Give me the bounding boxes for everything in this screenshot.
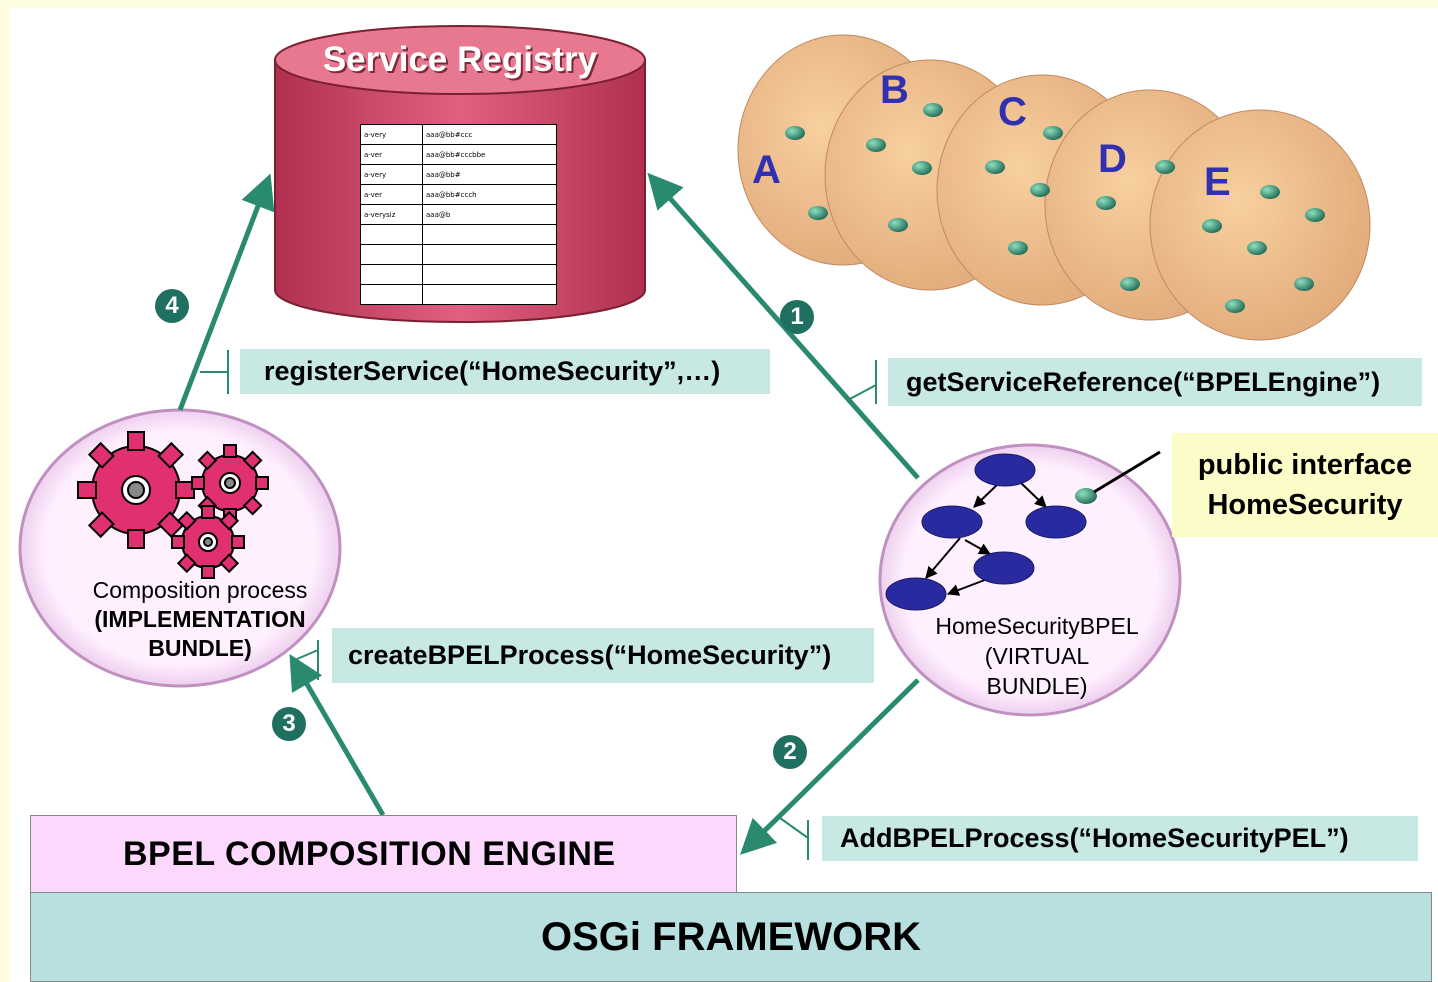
bpel-bundle-label: HomeSecurityBPEL (VIRTUAL BUNDLE) bbox=[935, 613, 1139, 699]
group-label-c: C bbox=[998, 90, 1027, 134]
arrow-create-process bbox=[289, 653, 386, 817]
step-3-badge: 3 bbox=[272, 707, 306, 741]
table-row bbox=[360, 244, 557, 265]
call-brackets bbox=[200, 350, 877, 860]
group-label-b: B bbox=[880, 68, 909, 112]
table-row bbox=[360, 284, 557, 305]
table-row bbox=[360, 264, 557, 285]
group-label-a: A bbox=[752, 148, 781, 192]
bundle-groups bbox=[737, 34, 1371, 341]
add-bpel-process-label: AddBPELProcess(“HomeSecurityPEL”) bbox=[822, 816, 1418, 861]
osgi-framework: OSGi FRAMEWORK bbox=[30, 892, 1432, 982]
group-label-d: D bbox=[1098, 137, 1127, 181]
service-dots bbox=[785, 103, 1325, 313]
step-4-badge: 4 bbox=[155, 289, 189, 323]
arrow-add-process bbox=[740, 678, 920, 855]
step-2-badge: 2 bbox=[773, 735, 807, 769]
gears-icon bbox=[77, 431, 269, 579]
registry-title: Service Registry bbox=[322, 40, 598, 79]
process-graph-icon bbox=[885, 450, 1161, 611]
public-interface-callout: public interface HomeSecurity bbox=[1172, 433, 1438, 537]
get-service-reference-label: getServiceReference(“BPELEngine”) bbox=[888, 358, 1422, 406]
arrow-register bbox=[177, 173, 275, 411]
group-label-e: E bbox=[1204, 160, 1231, 204]
create-bpel-process-label: createBPELProcess(“HomeSecurity”) bbox=[332, 628, 874, 683]
bundle-disc-e bbox=[1149, 109, 1371, 341]
table-row bbox=[360, 224, 557, 245]
composition-process-label: Composition process (IMPLEMENTATION BUND… bbox=[92, 577, 308, 661]
bpel-composition-engine: BPEL COMPOSITION ENGINE bbox=[30, 815, 737, 893]
step-1-badge: 1 bbox=[780, 300, 814, 334]
register-service-label: registerService(“HomeSecurity”,…) bbox=[240, 349, 770, 394]
